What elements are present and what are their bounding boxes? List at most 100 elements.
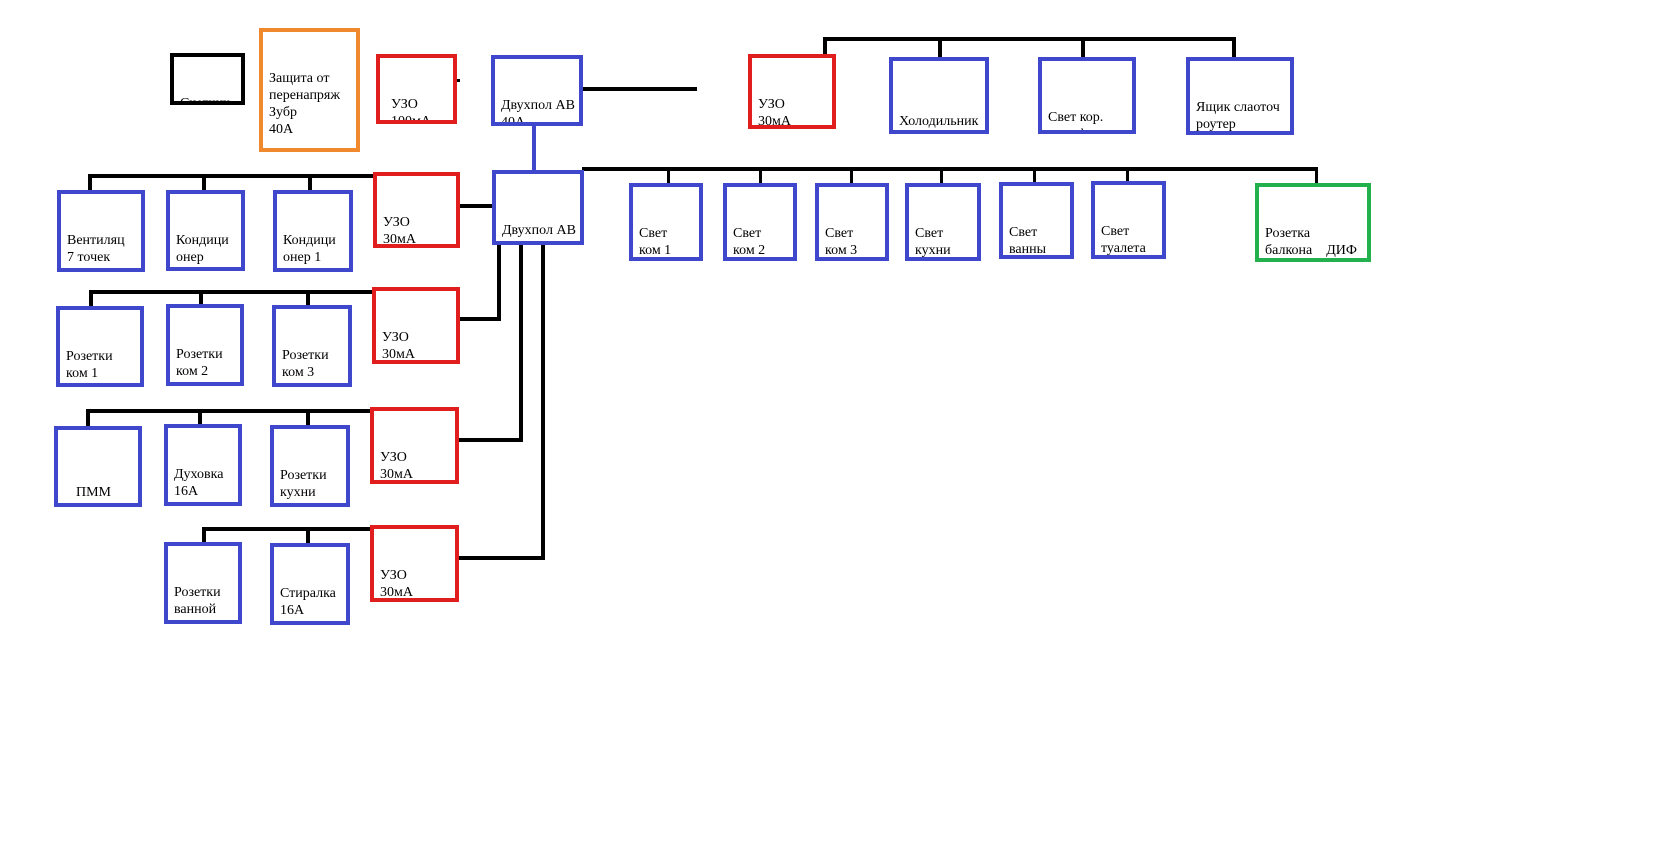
rcd-row4-label: УЗО 30мА 32А xyxy=(380,568,413,600)
drop-kondicioner1 xyxy=(308,174,312,191)
duhovka-label: Духовка 16А xyxy=(174,467,224,499)
drop-svet-kom3 xyxy=(850,167,853,184)
drop-kondicioner xyxy=(202,174,206,191)
drop-rozetki-kom3 xyxy=(306,290,310,305)
bus-row4 xyxy=(202,527,450,531)
svet-kom3-box: Свет ком 3 6А xyxy=(815,183,889,261)
drop-svet-vanny xyxy=(1033,167,1036,183)
svet-kom2-label: Свет ком 2 6А xyxy=(733,226,766,258)
rozetki-kuhni-label: Розетки кухни 16А xyxy=(280,468,327,503)
rozetki-kom2-box: Розетки ком 2 16А xyxy=(166,304,244,386)
wire-trunk-uzo-r4 xyxy=(458,556,544,560)
drop-top-uzo xyxy=(823,37,827,54)
pmm-label: ПММ 16А xyxy=(76,485,112,503)
drop-svet-kom1 xyxy=(667,167,670,184)
bus-top xyxy=(823,37,1236,41)
drop-duhovka xyxy=(198,409,202,426)
duhovka-box: Духовка 16А xyxy=(164,424,242,506)
wire-trunk-uzo-r3 xyxy=(458,438,522,442)
drop-rozetki-vannoy xyxy=(202,527,206,546)
svet-vanny-box: Свет ванны 6А xyxy=(999,182,1074,259)
rozetki-kom3-box: Розетки ком 3 16А xyxy=(272,305,352,387)
rcd-row3-label: УЗО 30мА 40А xyxy=(380,450,413,482)
drop-rozetka-balkona xyxy=(1315,167,1318,185)
drop-ventilyac xyxy=(88,174,92,191)
double-pole-breaker-2-box: Двухпол АВ 40А xyxy=(492,170,584,245)
kondicioner1-label: Кондици онер 1 16А xyxy=(283,233,336,268)
drop-pmm xyxy=(86,409,90,426)
drop-rozetki-kom2 xyxy=(199,290,203,304)
rozetki-kuhni-box: Розетки кухни 16А xyxy=(270,425,350,507)
drop-svet-tualeta xyxy=(1126,167,1129,182)
rozetki-vannoy-box: Розетки ванной 16А xyxy=(164,542,242,624)
svet-kom3-label: Свет ком 3 6А xyxy=(825,226,858,258)
pmm-box: ПММ 16А xyxy=(54,426,142,507)
ventilyac-label: Вентиляц 7 точек 10А xyxy=(67,233,125,268)
drop-svet-kom2 xyxy=(759,167,762,183)
ventilyac-box: Вентиляц 7 точек 10А xyxy=(57,190,145,272)
surge-protection-label: Защита от перенапряж Зубр 40А xyxy=(269,71,341,137)
svet-kor-label: Свет кор. домофон 6А xyxy=(1048,110,1104,130)
rcd-row3-box: УЗО 30мА 40А xyxy=(370,407,459,484)
drop-top-yashchik xyxy=(1232,37,1236,57)
trunk-r3 xyxy=(519,244,523,442)
trunk-r4 xyxy=(541,244,545,560)
rozetka-balkona-label: Розетка балкона ДИФ 16 А 30мА xyxy=(1265,226,1357,258)
bus-light xyxy=(582,167,1318,171)
svet-tualeta-box: Свет туалета 6А xyxy=(1091,181,1166,259)
stiralka-box: Стиралка 16А xyxy=(270,543,350,625)
rcd-main-box: УЗО 100мА 63А xyxy=(376,54,457,124)
rozetki-kom1-box: Розетки ком 1 16 А xyxy=(56,306,144,387)
svet-kor-box: Свет кор. домофон 6А xyxy=(1038,57,1136,134)
meter-label: Счетчик xyxy=(180,96,230,105)
rcd-row1-label: УЗО 30мА 40А xyxy=(383,215,416,247)
holodilnik-box: Холодильник 16 А xyxy=(889,57,989,134)
rozetki-vannoy-label: Розетки ванной 16А xyxy=(174,585,221,620)
meter-box: Счетчик xyxy=(170,53,245,105)
bus-row3 xyxy=(86,409,448,413)
rcd-top-label: УЗО 30мА 32А xyxy=(758,97,791,129)
svet-tualeta-label: Свет туалета 6А xyxy=(1101,224,1146,256)
yashchik-box: Ящик слаоточ роутер 10А xyxy=(1186,57,1294,135)
trunk-r2 xyxy=(497,244,501,321)
drop-rozetki-kom1 xyxy=(89,290,93,307)
drop-svet-kuhni xyxy=(940,167,943,184)
rozetki-kom2-label: Розетки ком 2 16А xyxy=(176,347,223,382)
svet-kom1-label: Свет ком 1 6А xyxy=(639,226,672,258)
wire-dvuhpol1-dvuhpol2 xyxy=(532,126,536,170)
rozetki-kom1-label: Розетки ком 1 16 А xyxy=(66,349,113,381)
kondicioner1-box: Кондици онер 1 16А xyxy=(273,190,353,272)
surge-protection-box: Защита от перенапряж Зубр 40А xyxy=(259,28,360,152)
drop-stiralka xyxy=(306,527,310,544)
svet-kom2-box: Свет ком 2 6А xyxy=(723,183,797,261)
svet-kuhni-label: Свет кухни 6А xyxy=(915,226,951,258)
svet-kom1-box: Свет ком 1 6А xyxy=(629,183,703,261)
bus-row2 xyxy=(89,290,452,294)
rcd-row4-box: УЗО 30мА 32А xyxy=(370,525,459,602)
svet-vanny-label: Свет ванны 6А xyxy=(1009,225,1047,257)
rozetki-kom3-label: Розетки ком 3 16А xyxy=(282,348,329,383)
rcd-row2-box: УЗО 30мА 40А xyxy=(372,287,460,364)
rcd-row2-label: УЗО 30мА 40А xyxy=(382,330,415,362)
kondicioner-label: Кондици онер 16А xyxy=(176,233,229,265)
rcd-top-box: УЗО 30мА 32А xyxy=(748,54,836,129)
wire-dvuhpol-uzo-top xyxy=(540,87,697,91)
stiralka-label: Стиралка 16А xyxy=(280,586,336,618)
rozetka-balkona-box: Розетка балкона ДИФ 16 А 30мА xyxy=(1255,183,1371,262)
drop-top-svet-kor xyxy=(1081,37,1085,57)
double-pole-breaker-1-label: Двухпол АВ 40А xyxy=(501,98,575,126)
rcd-main-label: УЗО 100мА 63А xyxy=(391,97,431,124)
holodilnik-label: Холодильник 16 А xyxy=(899,114,979,129)
rcd-row1-box: УЗО 30мА 40А xyxy=(373,172,460,248)
yashchik-label: Ящик слаоточ роутер 10А xyxy=(1196,100,1280,132)
kondicioner-box: Кондици онер 16А xyxy=(166,190,245,271)
wire-dvuhpol2-uzo-r1 xyxy=(460,204,494,208)
wire-trunk-uzo-r2 xyxy=(460,317,500,321)
drop-rozetki-kuhni xyxy=(306,409,310,425)
svet-kuhni-box: Свет кухни 6А xyxy=(905,183,981,261)
double-pole-breaker-2-label: Двухпол АВ 40А xyxy=(502,223,576,241)
bus-row1 xyxy=(88,174,452,178)
drop-top-holodilnik xyxy=(938,37,942,57)
double-pole-breaker-1-box: Двухпол АВ 40А xyxy=(491,55,583,126)
